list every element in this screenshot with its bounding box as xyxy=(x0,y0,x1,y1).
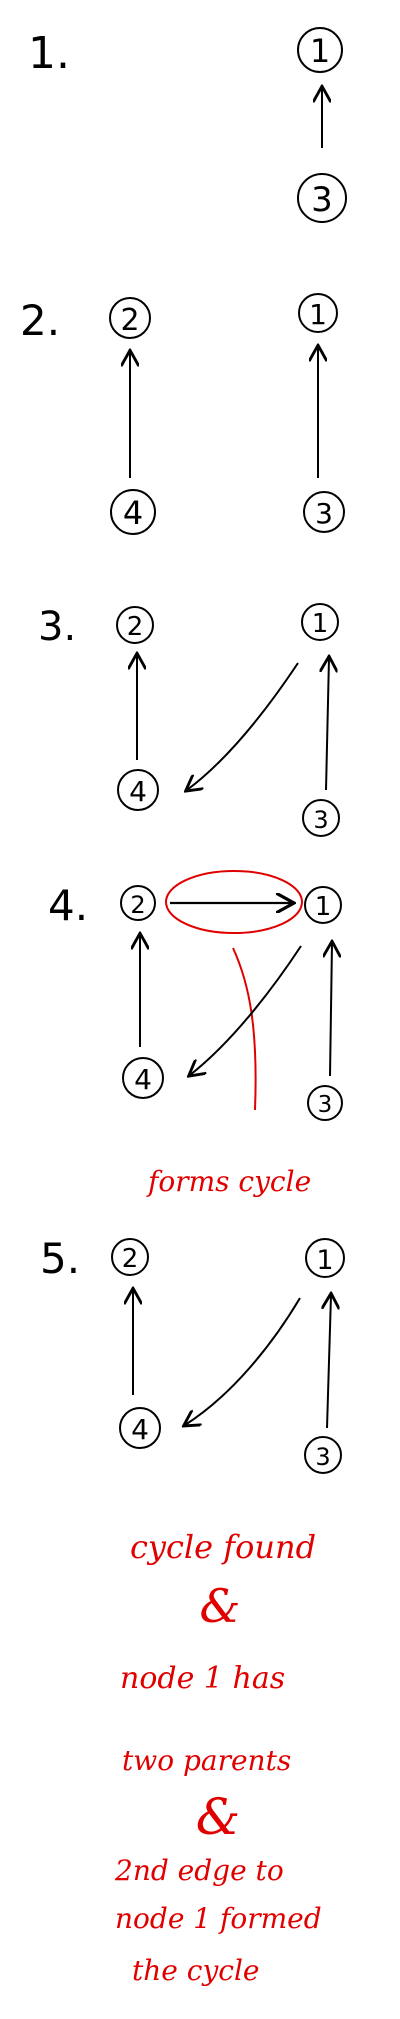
node-4-label: 4 xyxy=(129,775,147,808)
step-5: 5. 2 1 4 3 xyxy=(40,1234,345,1474)
node-2-label: 2 xyxy=(120,303,139,338)
note-second-edge-3: the cycle xyxy=(132,1954,259,1987)
forms-cycle-note: forms cycle xyxy=(146,1165,311,1198)
edge-3-to-1 xyxy=(330,943,332,1077)
note-second-edge-2: node 1 formed xyxy=(115,1902,322,1935)
note-cycle-found: cycle found xyxy=(130,1528,316,1566)
node-4: 4 xyxy=(119,1407,161,1449)
edge-1-to-4 xyxy=(190,945,302,1075)
edge-1-to-4 xyxy=(187,662,299,790)
node-3-label: 3 xyxy=(315,1443,330,1471)
node-3-label: 3 xyxy=(311,180,333,220)
edge-3-to-1 xyxy=(326,658,329,791)
step-4: 4. 2 1 4 3 forms cycle xyxy=(48,870,343,1198)
node-4-label: 4 xyxy=(131,1413,149,1446)
node-1-label: 1 xyxy=(312,609,329,639)
node-1: 1 xyxy=(304,886,342,924)
node-1-label: 1 xyxy=(315,892,332,922)
node-1: 1 xyxy=(298,293,338,333)
node-2: 2 xyxy=(109,297,151,339)
step-1-label: 1. xyxy=(28,28,70,79)
node-4-label: 4 xyxy=(123,494,143,532)
step-4-label: 4. xyxy=(48,881,88,930)
node-3: 3 xyxy=(304,1436,342,1474)
node-3: 3 xyxy=(297,173,347,223)
node-3: 3 xyxy=(303,491,345,533)
note-second-edge-1: 2nd edge to xyxy=(114,1854,284,1887)
step-2-label: 2. xyxy=(20,296,60,345)
conclusion-notes: cycle found & node 1 has two parents & 2… xyxy=(114,1528,322,1987)
node-2-label: 2 xyxy=(130,891,145,919)
edge-1-to-4 xyxy=(185,1297,301,1425)
node-3: 3 xyxy=(307,1085,343,1121)
node-3: 3 xyxy=(302,799,340,837)
step-2: 2. 2 1 4 3 xyxy=(20,293,345,535)
node-3-label: 3 xyxy=(315,497,333,530)
node-3-label: 3 xyxy=(313,806,328,834)
node-1-label: 1 xyxy=(316,1245,333,1276)
node-1-label: 1 xyxy=(310,32,330,70)
node-4: 4 xyxy=(110,489,156,535)
node-1: 1 xyxy=(301,603,339,641)
edge-3-to-1 xyxy=(327,1295,331,1429)
node-2: 2 xyxy=(116,606,154,644)
node-4: 4 xyxy=(117,769,159,811)
step-3-label: 3. xyxy=(38,604,76,650)
annotation-pointer-line xyxy=(232,947,257,1111)
note-node-1-has: node 1 has xyxy=(120,1661,285,1696)
node-4: 4 xyxy=(122,1057,164,1099)
step-5-label: 5. xyxy=(40,1234,80,1283)
node-2: 2 xyxy=(111,1238,149,1276)
note-ampersand-2: & xyxy=(196,1788,241,1846)
node-4-label: 4 xyxy=(134,1063,152,1096)
step-1: 1. 1 3 xyxy=(28,27,347,223)
node-1: 1 xyxy=(297,27,343,73)
node-2-label: 2 xyxy=(127,612,144,642)
cycle-edge-highlight xyxy=(165,870,303,934)
node-1: 1 xyxy=(305,1238,345,1278)
node-2: 2 xyxy=(120,885,156,921)
node-1-label: 1 xyxy=(309,298,327,331)
node-3-label: 3 xyxy=(318,1092,333,1118)
step-3: 3. 2 1 4 3 xyxy=(38,603,340,837)
note-ampersand-1: & xyxy=(200,1579,241,1633)
node-2-label: 2 xyxy=(122,1244,139,1274)
note-two-parents: two parents xyxy=(122,1744,291,1777)
